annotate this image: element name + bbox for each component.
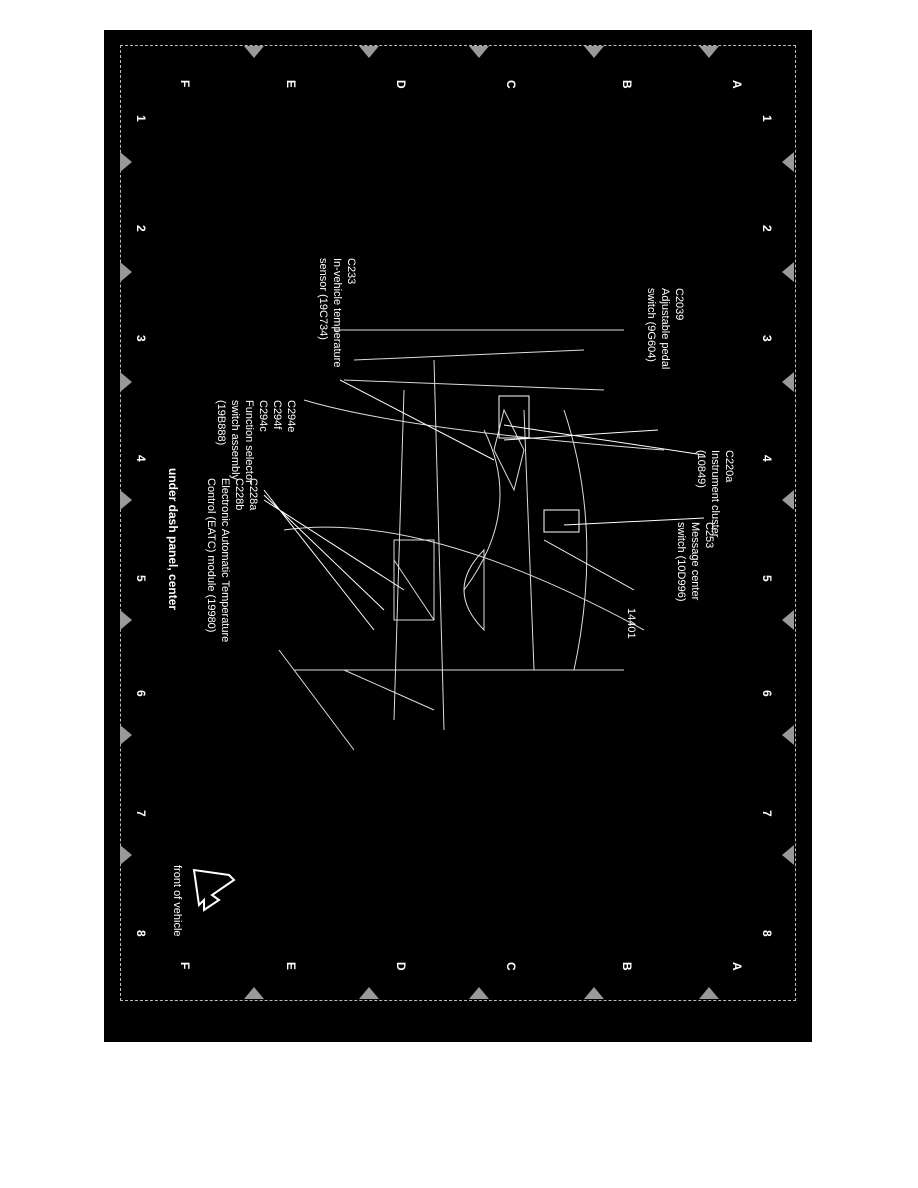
row-label-bottom-a: A (730, 962, 744, 971)
vehicle-drawing (120, 46, 794, 999)
col-label-left-5: 5 (134, 575, 148, 582)
grid-marker-triangle (120, 490, 132, 510)
col-label-left-1: 1 (134, 115, 148, 122)
grid-frame (120, 45, 796, 1001)
col-label-left-8: 8 (134, 930, 148, 937)
grid-marker-triangle (120, 262, 132, 282)
col-label-left-4: 4 (134, 455, 148, 462)
grid-marker-triangle (584, 987, 604, 999)
col-label-right-2: 2 (760, 225, 774, 232)
grid-marker-triangle (120, 152, 132, 172)
row-label-bottom-e: E (284, 962, 298, 971)
col-label-right-1: 1 (760, 115, 774, 122)
grid-marker-triangle (782, 262, 794, 282)
col-label-left-2: 2 (134, 225, 148, 232)
grid-marker-triangle (359, 46, 379, 58)
col-label-right-6: 6 (760, 690, 774, 697)
grid-marker-triangle (120, 725, 132, 745)
grid-marker-triangle (469, 46, 489, 58)
grid-marker-triangle (782, 845, 794, 865)
row-label-top-b: B (620, 80, 634, 89)
grid-marker-triangle (359, 987, 379, 999)
grid-marker-triangle (120, 610, 132, 630)
col-label-right-3: 3 (760, 335, 774, 342)
grid-marker-triangle (782, 372, 794, 392)
row-label-top-f: F (178, 80, 192, 88)
row-label-bottom-d: D (394, 962, 408, 971)
col-label-left-7: 7 (134, 810, 148, 817)
row-label-top-c: C (504, 80, 518, 89)
grid-marker-triangle (782, 152, 794, 172)
grid-marker-triangle (699, 987, 719, 999)
grid-marker-triangle (782, 725, 794, 745)
diagram-sheet: A B C D E F A B C D E F 1 1 2 2 3 3 4 4 5 5 6 6 7 7 8 8… (104, 30, 812, 1042)
grid-marker-triangle (244, 46, 264, 58)
grid-marker-triangle (120, 845, 132, 865)
row-label-top-d: D (394, 80, 408, 89)
grid-marker-triangle (244, 987, 264, 999)
grid-marker-triangle (782, 610, 794, 630)
caption: under dash panel, center (166, 468, 180, 611)
col-label-left-6: 6 (134, 690, 148, 697)
row-label-top-e: E (284, 80, 298, 89)
col-label-right-4: 4 (760, 455, 774, 462)
col-label-right-5: 5 (760, 575, 774, 582)
row-label-bottom-b: B (620, 962, 634, 971)
grid-marker-triangle (584, 46, 604, 58)
row-label-bottom-c: C (504, 962, 518, 971)
grid-marker-triangle (120, 372, 132, 392)
grid-marker-triangle (782, 490, 794, 510)
col-label-right-8: 8 (760, 930, 774, 937)
front-of-vehicle-label: front of vehicle (171, 865, 183, 937)
col-label-left-3: 3 (134, 335, 148, 342)
row-label-top-a: A (730, 80, 744, 89)
grid-marker-triangle (699, 46, 719, 58)
label-14401: 14401 (625, 608, 637, 639)
grid-marker-triangle (469, 987, 489, 999)
row-label-bottom-f: F (178, 962, 192, 970)
col-label-right-7: 7 (760, 810, 774, 817)
